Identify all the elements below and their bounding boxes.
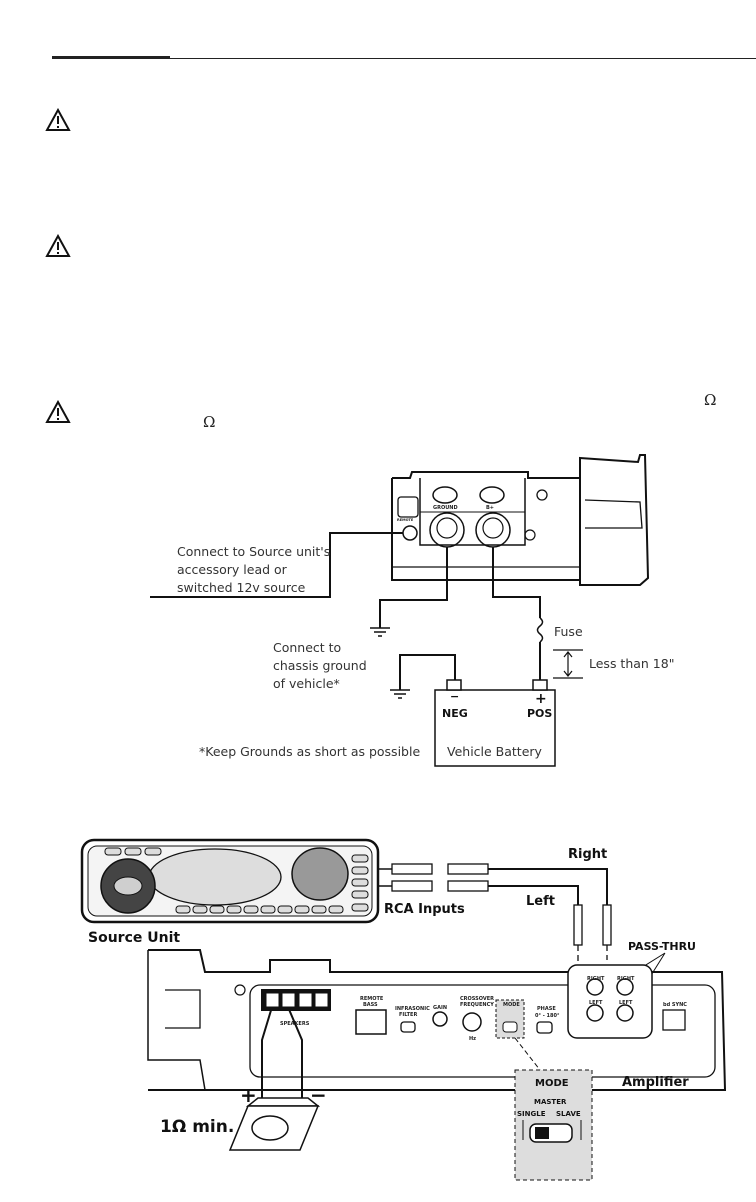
min-impedance-label: 1Ω min. — [160, 1117, 234, 1137]
speaker-wires — [261, 1006, 303, 1098]
wires — [150, 532, 544, 690]
distance-label: Less than 18" — [589, 656, 674, 671]
left-jack-label: LEFT — [589, 1000, 603, 1006]
left-channel-label: Left — [526, 894, 555, 909]
speaker-plus: + — [240, 1083, 257, 1107]
pass-thru-label: PASS-THRU — [628, 940, 696, 953]
amplifier-terminal-end — [391, 454, 650, 586]
mode-switch[interactable] — [502, 1021, 518, 1033]
ground-note: *Keep Grounds as short as possible — [199, 744, 420, 759]
rca-cables — [378, 863, 612, 990]
warning-triangle-icon — [45, 108, 71, 131]
chassis-note-line: of vehicle* — [273, 676, 340, 691]
right-jack-label: RIGHT — [617, 976, 635, 982]
gain-label: GAIN — [433, 1005, 447, 1011]
master-label: MASTER — [534, 1098, 567, 1106]
omega-symbol: Ω — [203, 413, 216, 431]
remote-note-line: switched 12v source — [177, 580, 306, 595]
source-unit — [80, 838, 380, 924]
right-channel-label: Right — [568, 847, 607, 862]
crossover-label: FREQUENCY — [460, 1002, 494, 1008]
infrasonic-label: INFRASONIC — [395, 1006, 430, 1012]
remote-note-line: Connect to Source unit's — [177, 544, 330, 559]
fuse-label: Fuse — [554, 624, 583, 639]
rca-inputs-label: RCA Inputs — [384, 902, 465, 917]
crossover-label: CROSSOVER — [460, 996, 494, 1002]
battery-label: Vehicle Battery — [447, 744, 543, 759]
hz-label: Hz — [469, 1036, 476, 1042]
chassis-note-line: chassis ground — [273, 658, 367, 673]
amplifier-label: Amplifier — [622, 1075, 689, 1090]
ground-symbol-icon — [390, 689, 410, 699]
phase-label: PHASE — [537, 1006, 556, 1012]
mode-label: MODE — [535, 1078, 569, 1089]
speaker-icon — [228, 1097, 321, 1151]
amplifier-chassis — [147, 949, 727, 1091]
vehicle-battery — [434, 679, 556, 767]
ground-terminal-label: GROUND — [433, 505, 458, 511]
remote-bass-label: REMOTE — [360, 996, 384, 1002]
slave-label: SLAVE — [556, 1110, 581, 1118]
pos-sign: + — [535, 691, 547, 707]
chassis-note-line: Connect to — [273, 640, 341, 655]
neg-sign: − — [450, 690, 459, 703]
sync-label: bd SYNC — [663, 1002, 687, 1008]
warning-triangle-icon — [45, 400, 71, 423]
speaker-minus: − — [310, 1083, 327, 1107]
omega-symbol: Ω — [704, 391, 717, 409]
mode-inset-pointer — [514, 1037, 541, 1071]
remote-terminal-label: REMOTE — [397, 518, 414, 522]
header-rule — [52, 58, 756, 59]
pos-label: POS — [527, 707, 552, 720]
bplus-terminal-label: B+ — [486, 505, 494, 511]
remote-note-line: accessory lead or — [177, 562, 288, 577]
distance-marker — [553, 649, 583, 679]
left-jack-label: LEFT — [619, 1000, 633, 1006]
mode-label-small: MODE — [503, 1002, 520, 1008]
source-unit-label: Source Unit — [88, 930, 180, 946]
header-rule-tab — [52, 56, 170, 59]
remote-bass-label: BASS — [363, 1002, 378, 1008]
infrasonic-label: FILTER — [399, 1012, 417, 1018]
neg-label: NEG — [442, 707, 468, 720]
ground-symbol-icon — [370, 627, 390, 637]
warning-triangle-icon — [45, 234, 71, 257]
single-label: SINGLE — [517, 1110, 546, 1118]
mode-switch-inset: MODE MASTER SINGLE SLAVE — [514, 1069, 593, 1181]
phase-range: 0° - 180° — [535, 1013, 560, 1019]
right-jack-label: RIGHT — [587, 976, 605, 982]
